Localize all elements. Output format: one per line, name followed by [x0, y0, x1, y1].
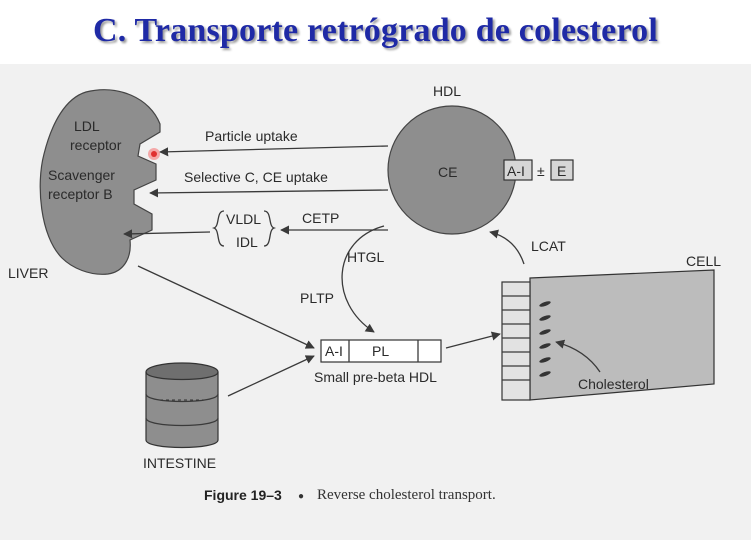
pltp-label: PLTP [300, 290, 334, 306]
cetp-label: CETP [302, 210, 339, 226]
caption-text: Reverse cholesterol transport. [317, 487, 496, 503]
cholesterol-label: Cholesterol [578, 376, 649, 392]
cholesterol-molecule [539, 329, 551, 335]
cell-label: CELL [686, 253, 721, 269]
liver-to-prebeta-arrow [137, 265, 315, 349]
liver-label: LIVER [8, 265, 48, 281]
vldl-idl-right-brace [263, 210, 277, 247]
vldl-label: VLDL [226, 211, 261, 227]
figure-panel: LDL receptor Scavenger receptor B LIVER … [0, 64, 751, 540]
hdl-label: HDL [433, 83, 461, 99]
cholesterol-molecule [539, 371, 551, 377]
ce-label: CE [438, 164, 457, 180]
apo-ai-box [503, 159, 533, 181]
ldl-receptor-label-line2: receptor [70, 137, 122, 153]
htgl-label: HTGL [347, 249, 385, 265]
cholesterol-molecule [539, 301, 551, 307]
intestine-fold [145, 393, 219, 403]
scavenger-receptor-label-line2: receptor B [48, 186, 113, 202]
prebeta-ai-label: A-I [325, 343, 343, 359]
prebeta-hdl-box [320, 339, 442, 363]
cholesterol-molecules [539, 301, 551, 377]
cholesterol-molecule [539, 343, 551, 349]
intestine-to-prebeta-arrow [227, 355, 315, 397]
particle-uptake-label: Particle uptake [205, 128, 298, 144]
prebeta-to-cell-arrow [445, 331, 501, 349]
lcat-label: LCAT [531, 238, 566, 254]
lcat-arrow [489, 229, 525, 265]
cholesterol-molecule [539, 315, 551, 321]
figure-number: Figure 19–3 [204, 487, 282, 503]
pointer-dot-core [151, 151, 157, 157]
selective-uptake-arrow [149, 188, 389, 198]
prebeta-pl-label: PL [372, 343, 389, 359]
caption-bullet: ● [298, 491, 304, 502]
intestine-fold [145, 417, 219, 427]
slide-title: C. Transporte retrógrado de colesterol [92, 12, 658, 49]
cholesterol-molecule [539, 357, 551, 363]
apo-ai-label: A-I [507, 163, 525, 179]
intestine-label: INTESTINE [143, 455, 216, 471]
particle-uptake-arrow [159, 145, 389, 157]
htgl-pltp-arrow [341, 225, 385, 333]
liver-shape [39, 89, 161, 275]
vldl-idl-left-brace [211, 210, 225, 247]
ldl-receptor-label-line1: LDL [74, 118, 100, 134]
cholesterol-pointer-arrow [555, 339, 601, 373]
vldl-idl-to-liver-arrow [123, 229, 211, 239]
idl-label: IDL [236, 234, 258, 250]
apo-e-box [550, 159, 574, 181]
scavenger-receptor-label-line1: Scavenger [48, 167, 115, 183]
apo-e-label: E [557, 163, 566, 179]
intestine-body [145, 371, 219, 449]
cholesterol-transport-diagram: LDL receptor Scavenger receptor B LIVER … [8, 83, 721, 503]
intestine-shape [145, 362, 219, 449]
cell-membrane [501, 281, 531, 401]
plus-minus-label: ± [537, 163, 545, 179]
selective-uptake-label: Selective C, CE uptake [184, 169, 328, 185]
small-prebeta-hdl-label: Small pre-beta HDL [314, 369, 437, 385]
